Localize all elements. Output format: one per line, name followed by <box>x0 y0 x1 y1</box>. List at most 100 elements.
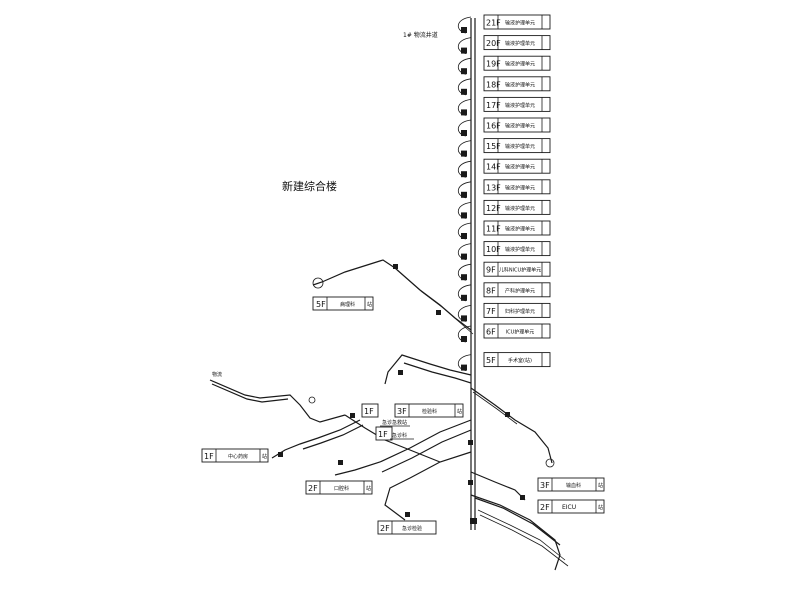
branch-label-2f-eicu: 2F EICU 站 <box>537 499 605 514</box>
floor-number: 19F <box>486 60 501 69</box>
branch-suffix: 站 <box>457 408 462 415</box>
label-box <box>483 138 551 154</box>
floor-number: 17F <box>486 101 501 110</box>
floor-unit-name: 输液护理单元 <box>505 40 535 47</box>
riser-floor-labels: 21F 输液护理单元 20F 输液护理单元 19F 输液护理单元 18F 输液护理单元 17F 输… <box>483 14 551 368</box>
riser-floor-label: 11F 输液护理单元 <box>483 220 551 236</box>
floor-number: 8F <box>486 286 496 295</box>
branch-suffix: 站 <box>366 485 371 492</box>
floor-unit-name: 输液护理单元 <box>505 205 535 212</box>
floor-unit-name: 输液护理单元 <box>505 61 535 68</box>
floor-number: 10F <box>486 245 501 254</box>
floor-number: 21F <box>486 19 501 28</box>
riser-station <box>457 140 472 157</box>
floor-number: 15F <box>486 142 501 151</box>
branch-floor: 1F <box>378 430 388 439</box>
floor-unit-name: 输液护理单元 <box>505 102 535 109</box>
floor-unit-name: 输液护理单元 <box>505 81 535 88</box>
riser-floor-label: 19F 输液护理单元 <box>483 55 551 71</box>
branch-label-1f-a: 1F <box>361 403 379 418</box>
branch-suffix: 站 <box>598 482 603 489</box>
label-box <box>483 35 551 51</box>
branch-label-1f-pharmacy: 1F 中心药房 站 <box>201 448 269 463</box>
branch-label-1f-b: 1F <box>375 426 393 441</box>
branch-suffix: 站 <box>598 504 603 511</box>
floor-unit-name: 输液护理单元 <box>505 246 535 253</box>
floor-number: 9F <box>486 266 496 275</box>
floor-number: 6F <box>486 328 496 337</box>
branch-label-3f-blood: 3F 输血科 站 <box>537 477 605 492</box>
riser-station <box>457 181 472 199</box>
riser-station <box>457 37 472 54</box>
riser-station <box>457 119 472 137</box>
label-box <box>483 352 551 368</box>
floor-number: 11F <box>486 225 501 234</box>
floor-unit-name: 输液护理单元 <box>505 164 535 171</box>
branch-name: EICU <box>562 504 576 511</box>
branch-floor: 2F <box>380 524 390 533</box>
main-riser <box>470 18 476 530</box>
label-box <box>483 14 551 30</box>
floor-number: 18F <box>486 80 501 89</box>
label-box <box>483 220 551 236</box>
label-box <box>483 199 551 215</box>
branch-floor: 1F <box>204 452 214 461</box>
label-box <box>483 96 551 112</box>
branch-label-2f-emergency-lab: 2F 急诊检验 <box>377 520 437 535</box>
floor-unit-name: 输液护理单元 <box>505 20 535 27</box>
riser-station <box>457 57 472 75</box>
riser-station <box>457 305 472 322</box>
riser-station <box>457 16 472 34</box>
floor-unit-name: 输液护理单元 <box>505 226 535 233</box>
branch-floor: 2F <box>308 484 318 493</box>
riser-floor-label: 18F 输液护理单元 <box>483 76 551 92</box>
branch-label-2f-dental: 2F 口腔科 站 <box>305 480 373 495</box>
riser-floor-label: 20F 输液护理单元 <box>483 35 551 51</box>
riser-stations <box>457 16 472 371</box>
riser-station <box>457 99 472 116</box>
diagram-title: 新建综合楼 <box>282 179 337 193</box>
riser-station <box>457 202 472 219</box>
branch-name: 口腔科 <box>334 485 349 492</box>
riser-station <box>457 222 472 240</box>
branch-name: 中心药房 <box>228 453 248 460</box>
label-box <box>483 282 551 298</box>
riser-floor-label: 10F 输液护理单元 <box>483 241 551 257</box>
branch-name: 病理科 <box>340 301 355 308</box>
label-box <box>483 261 551 277</box>
riser-floor-label: 17F 输液护理单元 <box>483 96 551 112</box>
branch-name: 输血科 <box>566 482 581 489</box>
riser-station <box>457 263 472 281</box>
floor-unit-name: ICU护理单元 <box>506 329 535 336</box>
label-box <box>483 117 551 133</box>
branch-5f-pathology <box>312 259 474 335</box>
floor-number: 14F <box>486 163 501 172</box>
riser-station <box>457 78 472 96</box>
floor-unit-name: 儿科NICU护理单元 <box>499 267 541 274</box>
floor-unit-name: 妇科护理单元 <box>505 308 535 315</box>
label-box <box>483 241 551 257</box>
floor-number: 7F <box>486 307 496 316</box>
top-note: 1# 物流井道 <box>403 31 438 39</box>
floor-unit-name: 输液护理单元 <box>505 184 535 191</box>
branch-suffix: 站 <box>367 301 372 308</box>
branch-name: 检验科 <box>422 408 437 415</box>
label-box <box>483 179 551 195</box>
note-emergency-station: 急诊急救站 <box>382 419 407 426</box>
floor-number: 20F <box>486 39 501 48</box>
riser-floor-label: 21F 输液护理单元 <box>483 14 551 30</box>
floor-number: 5F <box>486 356 496 365</box>
branch-label-3f-lab: 3F 检验科 站 <box>394 403 464 418</box>
label-box <box>483 55 551 71</box>
note-emergency-dept: 急诊科 <box>392 432 407 439</box>
branch-floor: 5F <box>316 300 326 309</box>
lower-branch-network: 物流 <box>209 354 569 571</box>
